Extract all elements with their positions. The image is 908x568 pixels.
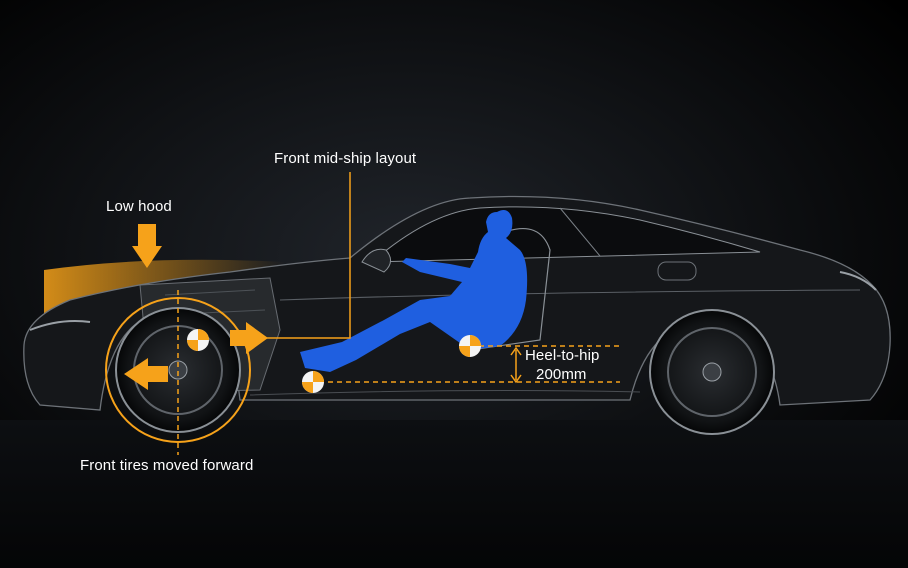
taillight <box>839 271 877 291</box>
crash-test-marker-icon <box>302 371 324 393</box>
rear-wheel <box>649 309 775 435</box>
front-midship-label: Front mid-ship layout <box>274 150 417 167</box>
heel-to-hip-label: Heel-to-hip <box>525 347 600 364</box>
front-wheel <box>105 297 251 443</box>
window <box>370 206 761 263</box>
floor <box>0 420 908 568</box>
heel-to-hip-value: 200mm <box>536 366 587 383</box>
midship-leader-line <box>262 172 351 339</box>
driver-mannequin <box>300 210 528 372</box>
body-line <box>279 289 861 301</box>
right-arrow-icon <box>230 322 268 354</box>
down-arrow-icon <box>132 224 162 268</box>
crash-test-marker-icon <box>459 335 481 357</box>
steering-wheel <box>361 248 391 273</box>
low-hood-label: Low hood <box>106 198 172 215</box>
crash-test-marker-icon <box>187 329 209 351</box>
rocker-line <box>249 390 641 396</box>
window-pillar <box>559 207 601 257</box>
annotation-lines <box>177 172 620 455</box>
front-wheel-highlight-ring <box>105 297 251 443</box>
headlight <box>29 320 91 331</box>
dimension-arrowheads <box>510 346 522 384</box>
left-arrow-icon <box>124 358 168 390</box>
front-tires-label: Front tires moved forward <box>80 457 254 474</box>
fuel-door <box>657 261 697 281</box>
